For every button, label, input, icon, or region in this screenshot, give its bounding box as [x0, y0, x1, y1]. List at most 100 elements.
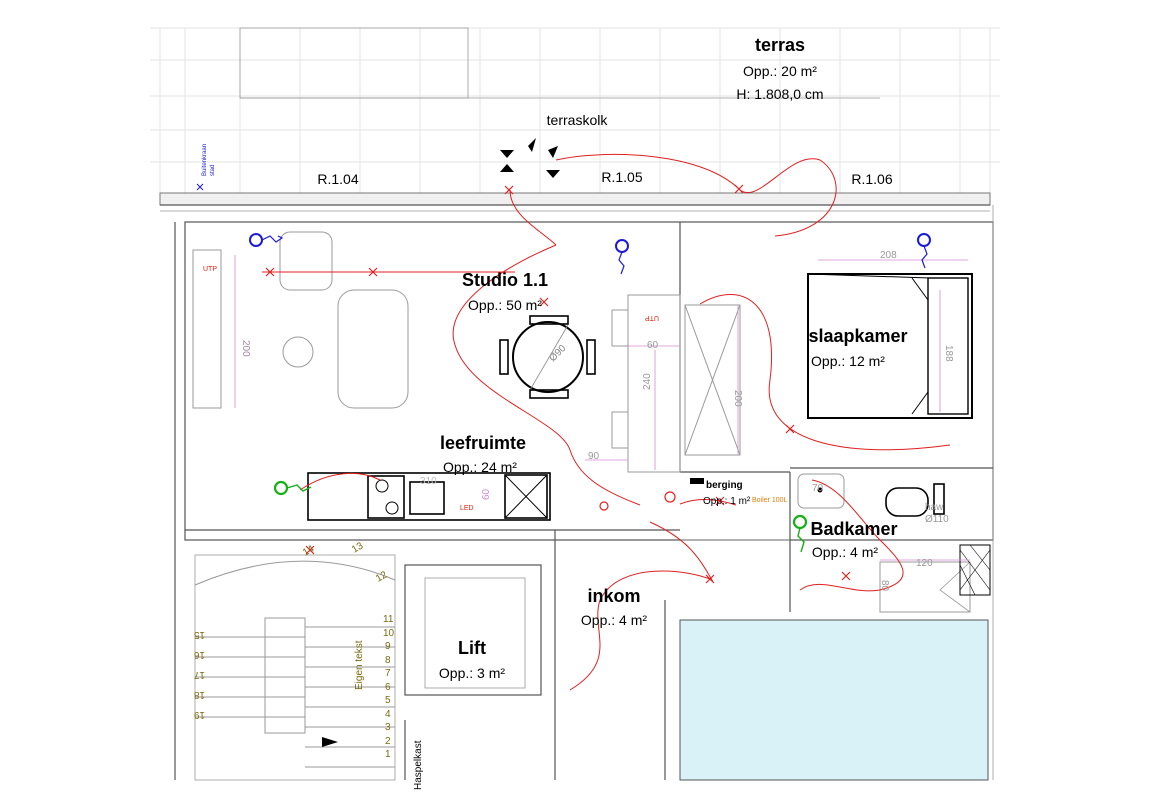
- dim-208: 208: [880, 250, 897, 261]
- light-icon: [599, 501, 609, 511]
- armchair: [279, 231, 333, 291]
- wardrobe: [627, 294, 681, 473]
- electrical-wiring: [262, 153, 951, 691]
- stair-number: 9: [385, 641, 391, 652]
- dim-200-left: 200: [240, 340, 251, 357]
- closet-sliding: [684, 304, 741, 456]
- chair-bottom: [529, 389, 569, 399]
- stair-number: 17: [193, 669, 205, 680]
- label-utp-left: UTP: [203, 266, 217, 273]
- dim-240: 240: [642, 373, 653, 390]
- room-area-leefruimte: Opp.: 24 m²: [443, 459, 517, 475]
- stair-number: 18: [193, 689, 205, 700]
- label-utp-mid: UTP: [645, 314, 659, 321]
- lift-cabin: [424, 577, 526, 689]
- room-name-badkamer: Badkamer: [810, 519, 897, 539]
- dim-60: 60: [647, 340, 659, 351]
- stair-number: 5: [385, 695, 391, 706]
- chair-right: [586, 339, 596, 375]
- stair-number: 1: [385, 749, 391, 760]
- label-haspelkast: Haspelkast: [413, 740, 424, 790]
- label-eigen-tekst: Eigen tekst: [354, 640, 365, 690]
- label-haw-size: Ø110: [925, 514, 949, 525]
- room-name-inkom: inkom: [587, 586, 640, 606]
- room-area-berging: Opp.: 1 m²: [703, 496, 751, 507]
- dim-70: 70: [812, 483, 824, 494]
- stair-number: 3: [385, 722, 391, 733]
- stair-number: 12: [374, 569, 390, 584]
- facade-band: [159, 192, 991, 206]
- core-area: [679, 619, 989, 781]
- label-boiler: Boiler 100L: [752, 497, 788, 504]
- toilet: [885, 487, 929, 517]
- room-area-terras: Opp.: 20 m²: [743, 63, 817, 79]
- label-terraskolk: terraskolk: [547, 112, 609, 128]
- stair-number: 8: [385, 655, 391, 666]
- room-name-lift: Lift: [458, 638, 486, 658]
- label-buitenkraan: Buitenkraan: [202, 144, 208, 176]
- stair-number: 2: [385, 736, 391, 747]
- water-tap-icon: [917, 233, 931, 247]
- room-name-terras: terras: [755, 35, 805, 55]
- background-grid: [150, 27, 1000, 195]
- stair-numbers: 13 12 11 10 9 8 7 6 5 4 3 2 1 14 15 16 1…: [193, 540, 394, 760]
- meter-box: [690, 478, 704, 484]
- stair-number: 19: [193, 709, 205, 720]
- stair-number: 10: [383, 628, 395, 639]
- chair-left: [499, 339, 509, 375]
- washbasin: [797, 473, 845, 509]
- room-name-studio: Studio 1.1: [462, 270, 548, 290]
- drain-icon: [792, 514, 808, 530]
- dim-310: 310: [420, 476, 437, 487]
- cooktop: [367, 475, 405, 519]
- staircase: [194, 554, 396, 781]
- dim-80: 80: [879, 580, 890, 592]
- label-stad: stad: [210, 165, 216, 176]
- sink: [409, 481, 445, 515]
- room-ref-106: R.1.06: [851, 171, 892, 187]
- chair-top: [529, 315, 569, 325]
- room-ref-105: R.1.05: [601, 169, 642, 185]
- room-area-inkom: Opp.: 4 m²: [581, 612, 647, 628]
- boiler-icon: [664, 491, 676, 503]
- water-supply-icons: [196, 183, 931, 275]
- stair-number: 4: [385, 709, 391, 720]
- room-name-berging: berging: [706, 480, 743, 491]
- water-tap-icon: [249, 233, 263, 247]
- room-area-slaapkamer: Opp.: 12 m²: [811, 353, 885, 369]
- fridge: [504, 474, 548, 519]
- dim-120: 120: [916, 558, 933, 569]
- terrace-planter: [239, 27, 469, 99]
- lift-shaft: [404, 564, 542, 696]
- terraskolk-marker: [500, 138, 560, 178]
- tv-unit-2: [611, 411, 629, 449]
- stair-number: 11: [383, 614, 394, 625]
- dim-60-kitchen: 60: [481, 488, 492, 500]
- bed: [807, 273, 973, 419]
- stair-number: 15: [193, 629, 205, 640]
- dim-188: 188: [943, 345, 954, 362]
- apartment-outline: [184, 221, 994, 541]
- dim-90: 90: [588, 451, 600, 462]
- room-area-studio: Opp.: 50 m²: [468, 297, 542, 313]
- label-haw: haw: [925, 502, 944, 513]
- toilet-tank: [933, 483, 945, 515]
- room-height-terras: H: 1.808,0 cm: [736, 86, 823, 102]
- side-table: [282, 336, 314, 368]
- drain-icon: [273, 480, 289, 496]
- sofa: [337, 289, 409, 409]
- kitchen-counter: [307, 472, 551, 521]
- room-name-slaapkamer: slaapkamer: [808, 326, 907, 346]
- stair-number: 16: [193, 649, 205, 660]
- dining-table: [512, 321, 584, 393]
- stair-number: 13: [350, 540, 366, 555]
- shower: [879, 561, 971, 613]
- left-cabinet: [192, 249, 222, 409]
- stair-number: 14: [301, 543, 317, 558]
- stair-number: 6: [385, 682, 391, 693]
- dim-200-mid: 200: [732, 390, 743, 407]
- drain-icons: [273, 480, 808, 553]
- electrical-points: [265, 184, 851, 584]
- room-area-badkamer: Opp.: 4 m²: [812, 544, 878, 560]
